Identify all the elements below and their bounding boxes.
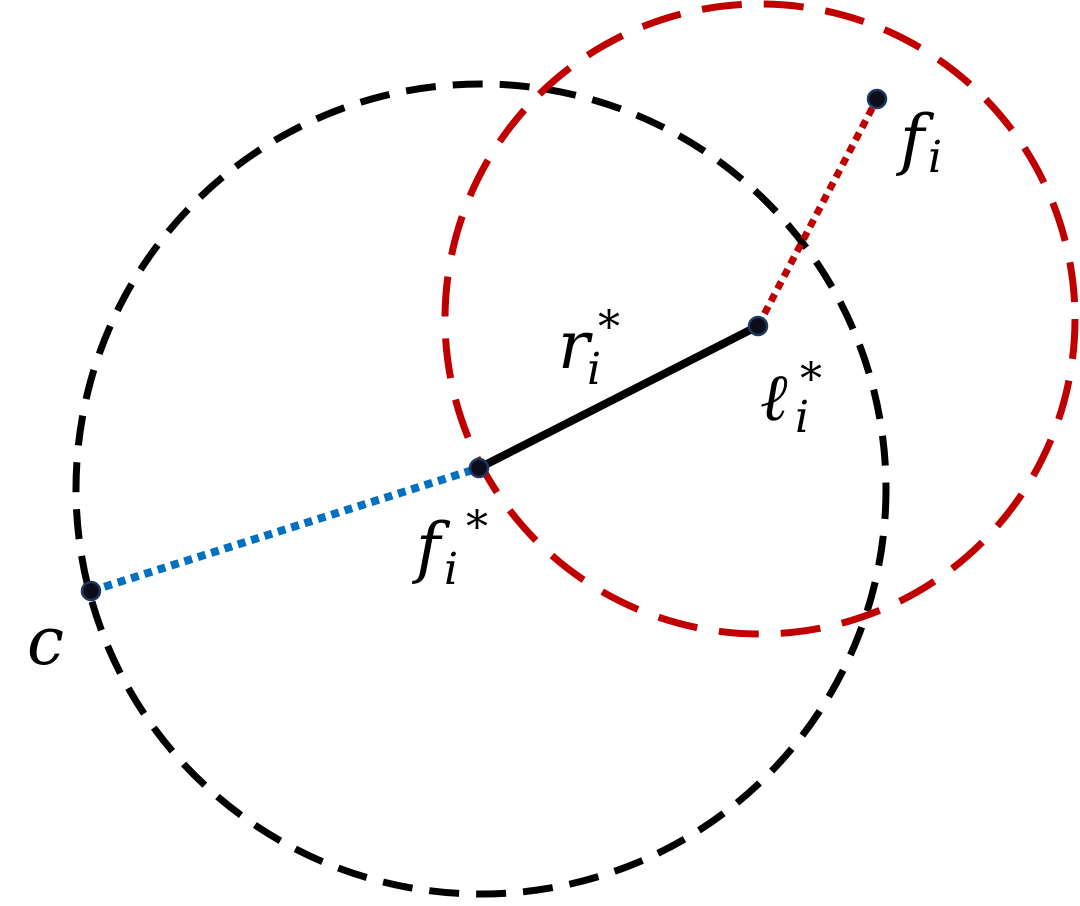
label-l-base: ℓ bbox=[760, 359, 788, 436]
label-l-sup: * bbox=[800, 354, 822, 405]
point-l-i-star bbox=[747, 315, 769, 337]
label-fstar-sup: * bbox=[466, 502, 488, 553]
blue-dotted-segment bbox=[89, 464, 481, 595]
label-r-sub: i bbox=[587, 344, 601, 395]
label-r-base: r bbox=[558, 307, 593, 384]
label-f-i: f i bbox=[895, 101, 942, 183]
label-f-i-sub: i bbox=[928, 132, 942, 183]
red-dashed-circle bbox=[441, 0, 1079, 638]
label-l-sub: i bbox=[795, 392, 809, 443]
label-r-sup: * bbox=[598, 302, 620, 353]
label-fstar-sub: i bbox=[444, 544, 458, 595]
label-l-i-star: ℓ i * bbox=[760, 354, 822, 443]
label-r-i-star: r i * bbox=[558, 302, 620, 395]
black-dashed-circle bbox=[72, 80, 890, 898]
point-c bbox=[80, 580, 102, 602]
point-f-i bbox=[866, 88, 888, 110]
red-dotted-segment bbox=[754, 97, 881, 328]
label-c-base: c bbox=[27, 603, 64, 680]
point-f-i-star bbox=[468, 457, 490, 479]
label-c: c bbox=[27, 603, 64, 680]
radius-segment bbox=[477, 322, 760, 472]
label-f-i-star: f i * bbox=[411, 502, 488, 595]
